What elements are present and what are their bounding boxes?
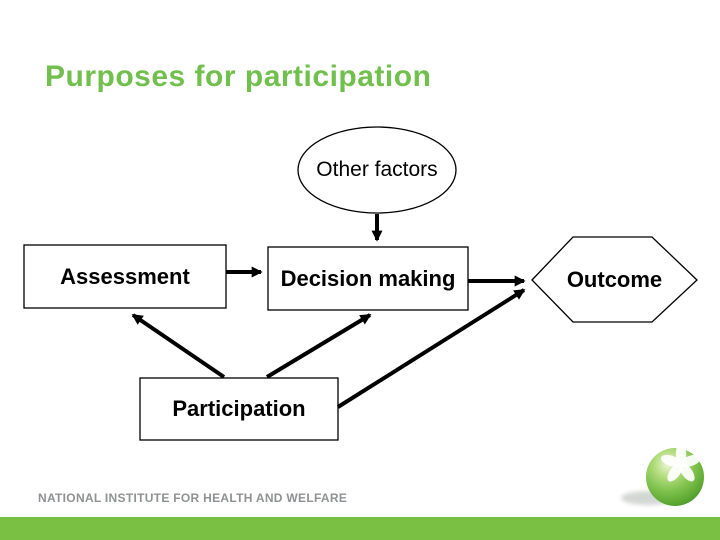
participation-label: Participation <box>172 396 306 421</box>
outcome-shape <box>531 236 698 323</box>
decision-making-shape <box>267 246 469 311</box>
outcome-label: Outcome <box>566 267 663 292</box>
flower-icon <box>660 443 702 482</box>
other-factors-label: Other factors <box>316 158 438 181</box>
arrow-participation-to-decision-making <box>265 313 372 379</box>
decision-making-label: Decision making <box>280 265 456 291</box>
arrow-participation-to-assessment <box>131 313 226 379</box>
footer-institute-name: NATIONAL INSTITUTE FOR HEALTH AND WELFAR… <box>38 491 348 505</box>
assessment-shape <box>23 244 227 309</box>
assessment-label: Assessment <box>60 263 190 289</box>
arrow-participation-to-outcome <box>336 288 526 409</box>
participation-shape <box>139 377 339 441</box>
slide-title: Purposes for participation <box>45 60 432 93</box>
bottom-accent-bar <box>0 517 720 540</box>
green-globe-flower-logo <box>621 443 704 506</box>
other-factors-shape <box>297 126 457 214</box>
